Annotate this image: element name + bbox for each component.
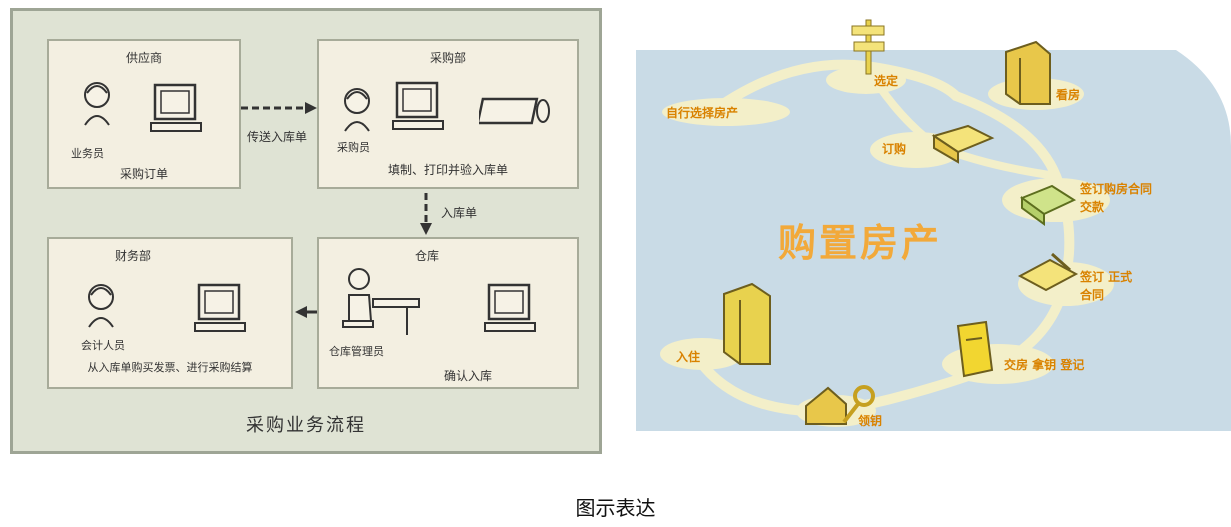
box-title: 仓库 xyxy=(415,249,440,263)
signpost-icon xyxy=(851,19,885,75)
box-title: 供应商 xyxy=(125,51,162,65)
box-title: 采购部 xyxy=(429,51,466,65)
finance-box: 财务部 会计人员 从入库单购买发票、进行采购结算 xyxy=(47,237,293,389)
person-icon xyxy=(84,82,110,126)
signing-contract-icon xyxy=(1017,252,1079,292)
document-icon xyxy=(956,320,994,378)
step-label: 签订购房合同 交款 xyxy=(1080,182,1153,214)
building-icon xyxy=(1005,40,1051,105)
step-label: 订购 xyxy=(882,142,907,156)
person-label: 仓库管理员 xyxy=(329,345,384,358)
person-label: 业务员 xyxy=(71,147,104,160)
warehouse-box: 仓库 仓库管理员 确认入库 xyxy=(317,237,579,389)
property-purchase-diagram: 自行选择房产 选定 看房 订购 签订购房合同 交款 签订 正式合同 交房 拿钥 … xyxy=(636,16,1231,446)
center-title: 购置房产 xyxy=(778,221,943,265)
figure-caption: 图示表达 xyxy=(575,496,656,520)
box-caption: 确认入库 xyxy=(443,369,492,383)
purchasing-dept-box: 采购部 采购员 填制、打印并验入库单 xyxy=(317,39,579,189)
step-label: 领钥 xyxy=(858,414,883,428)
diagram-title: 采购业务流程 xyxy=(246,415,366,436)
computer-icon xyxy=(194,283,246,332)
arrow-label-down: 入库单 xyxy=(441,206,478,220)
dashed-arrow-right xyxy=(241,102,317,114)
supplier-box: 供应商 业务员 采购订单 xyxy=(47,39,241,189)
cash-register-icon xyxy=(931,124,995,164)
dashed-arrow-down xyxy=(420,193,432,235)
box-caption: 填制、打印并验入库单 xyxy=(387,163,508,177)
money-stack-icon xyxy=(1019,184,1077,226)
box-caption: 采购订单 xyxy=(119,167,168,181)
step-label: 签订 正式合同 xyxy=(1080,270,1133,302)
step-label: 看房 xyxy=(1056,88,1081,102)
box-caption: 从入库单购买发票、进行采购结算 xyxy=(87,361,253,374)
step-label: 入住 xyxy=(676,350,701,364)
house-and-key-icon xyxy=(805,385,875,425)
desk-worker-icon xyxy=(342,268,420,335)
step-label: 选定 xyxy=(874,74,899,88)
arrow-left xyxy=(295,306,317,318)
computer-icon xyxy=(150,83,202,132)
computer-icon xyxy=(392,81,444,130)
tall-building-icon xyxy=(723,282,771,365)
purchase-flow-diagram: 供应商 业务员 采购订单 采购部 采购员 填 xyxy=(10,8,602,454)
person-icon xyxy=(344,88,370,132)
arrow-label-top: 传送入库单 xyxy=(246,130,307,144)
person-label: 采购员 xyxy=(337,141,370,154)
printer-icon xyxy=(479,97,550,125)
box-title: 财务部 xyxy=(115,249,152,263)
step-label: 交房 拿钥 登记 xyxy=(1004,358,1085,372)
person-icon xyxy=(88,284,114,328)
computer-icon xyxy=(484,283,536,332)
step-label: 自行选择房产 xyxy=(666,106,739,120)
person-label: 会计人员 xyxy=(81,339,125,352)
